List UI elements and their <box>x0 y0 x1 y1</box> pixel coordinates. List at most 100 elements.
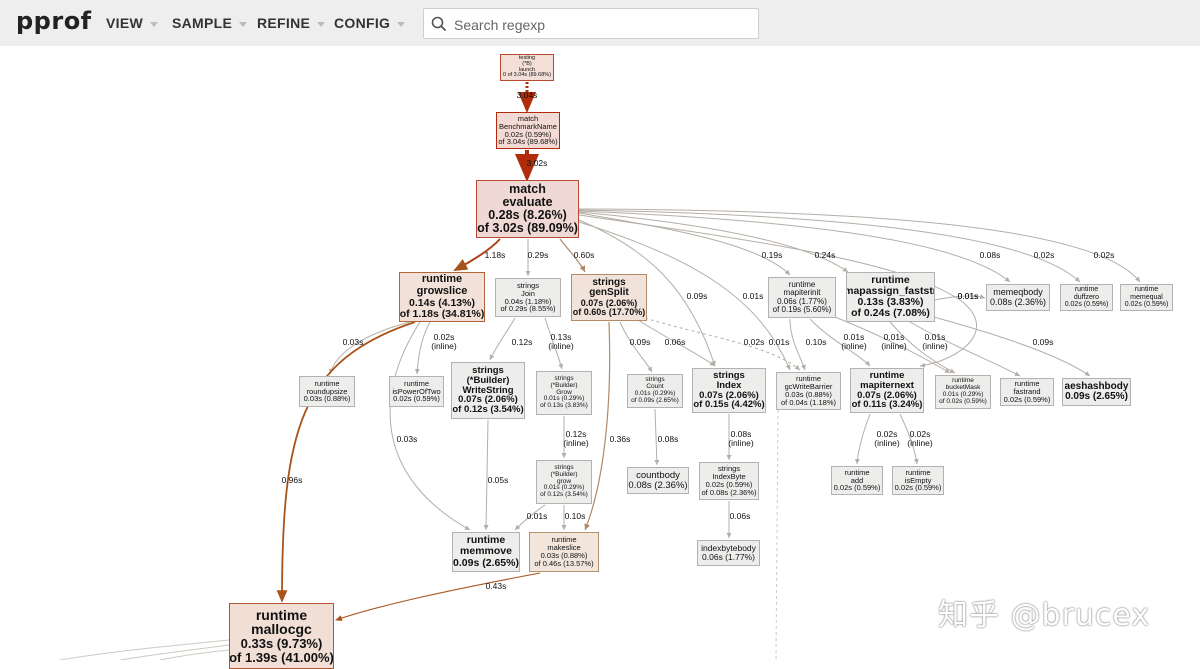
node-roundupsize-line: 0.03s (0.88%) <box>303 394 351 404</box>
graph-edge-eval-memeq[interactable] <box>578 210 1011 283</box>
graph-edge-eval-memequal[interactable] <box>578 208 1141 283</box>
graph-edge-join-grow2[interactable] <box>544 317 564 370</box>
graph-edge-gensplit-makeslice[interactable] <box>584 321 611 531</box>
menu-refine[interactable]: REFINE <box>257 15 326 31</box>
edge-label-grow-roundup: 0.03s <box>342 337 364 347</box>
node-indexbytebody-line: 0.06s (1.77%) <box>702 552 755 562</box>
graph-edge-grow-memmove2[interactable] <box>514 504 546 531</box>
graph-edge-eval-index[interactable] <box>578 219 716 367</box>
node-duffzero-line: runtime <box>1074 286 1099 294</box>
graph-edge-eval-mapassign[interactable] <box>578 211 849 273</box>
menu-view[interactable]: VIEW <box>106 15 158 31</box>
app-logo[interactable]: pprof <box>16 7 92 35</box>
graph-edge-mapassign-aes[interactable] <box>929 315 1091 377</box>
graph-edge-gensplit-count[interactable] <box>619 321 653 373</box>
graph-edge-mapiternext-isempty[interactable] <box>899 413 919 465</box>
graph-edge-writestring-memmove[interactable] <box>483 419 489 531</box>
graph-edge-eval-gensplit[interactable] <box>559 238 586 273</box>
graph-edge-gensplit-index[interactable] <box>637 319 716 367</box>
graph-edge-mapiterinit-mapiternext[interactable] <box>809 318 871 367</box>
node-makeslice-line: 0.03s (0.88%) <box>540 551 588 560</box>
graph-edge-makeslice-malloc[interactable] <box>335 572 541 621</box>
node-gensplit-line: of 0.60s (17.70%) <box>572 307 646 317</box>
node-mapiterinit-line: mapiterinit <box>783 288 821 298</box>
edge-label-mapassign-fastrand: 0.01s(inline) <box>922 332 948 352</box>
node-index-line: strings <box>713 369 745 381</box>
node-launch-line: 0 of 3.04s (89.68%) <box>502 72 551 79</box>
node-mapiterinit-line: runtime <box>788 279 816 289</box>
graph-edge-mapassign-bucket[interactable] <box>889 321 956 374</box>
node-mapassign-line: mapassign_faststr <box>846 284 935 297</box>
node-count-line: 0.01s (0.29%) <box>634 390 676 397</box>
graph-edge-grow-roundup[interactable] <box>328 321 411 375</box>
menu-sample[interactable]: SAMPLE <box>172 15 248 31</box>
graph-edge-mapiternext-add[interactable] <box>854 413 871 465</box>
graph-edge-mapassign-memeq[interactable] <box>934 294 986 301</box>
edge-label-grow2-grow: 0.12s(inline) <box>563 429 589 449</box>
node-writestring-line: WriteString <box>462 384 514 396</box>
graph-edge-gensplit-gcwb[interactable] <box>644 317 801 371</box>
graph-edge-eval-duff[interactable] <box>578 209 1081 283</box>
graph-edge-count-countbody[interactable] <box>654 408 660 466</box>
graph-edge-mapassign-fastrand[interactable] <box>909 321 1021 377</box>
node-index-line: of 0.15s (4.42%) <box>693 399 765 411</box>
graph-edge-grow-pow2[interactable] <box>414 321 431 375</box>
edge-label-mapassign-bucket: 0.01s(inline) <box>881 332 907 352</box>
node-indexbyte-line: strings <box>717 464 741 474</box>
graph-edge-eval-grow[interactable] <box>453 238 501 271</box>
node-bench-line: match <box>517 113 539 123</box>
node-isempty-line: isEmpty <box>904 475 932 485</box>
graph-edge-eval-gcwb[interactable] <box>578 221 791 371</box>
graph-edge-join-writestring[interactable] <box>489 317 516 361</box>
node-duffzero-line: 0.02s (0.59%) <box>1064 301 1109 309</box>
graph-edge-grow-memmove[interactable] <box>389 321 471 531</box>
menu-sample-label: SAMPLE <box>172 15 233 31</box>
node-buildergrow2-line: strings <box>554 374 574 382</box>
edge-label-eval-index: 0.09s <box>686 291 708 301</box>
call-graph-canvas[interactable] <box>0 46 1200 660</box>
node-bucketmask-line: of 0.02s (0.59%) <box>939 397 987 405</box>
node-gensplit-line: genSplit <box>589 287 629 299</box>
search-box[interactable] <box>423 8 759 39</box>
node-ispoweroftwo-line: 0.02s (0.59%) <box>393 394 440 404</box>
menu-config[interactable]: CONFIG <box>334 15 406 31</box>
node-buildergrow-line: of 0.12s (3.54%) <box>540 491 588 499</box>
node-growslice-line: runtime <box>421 273 463 286</box>
graph-edge-mapiterinit-gcwb[interactable] <box>789 318 806 371</box>
graph-edge-grow-malloc[interactable] <box>276 321 416 603</box>
menu-config-label: CONFIG <box>334 15 391 31</box>
search-input[interactable] <box>452 13 756 37</box>
graph-edge-eval-mapiterinit[interactable] <box>578 212 791 276</box>
